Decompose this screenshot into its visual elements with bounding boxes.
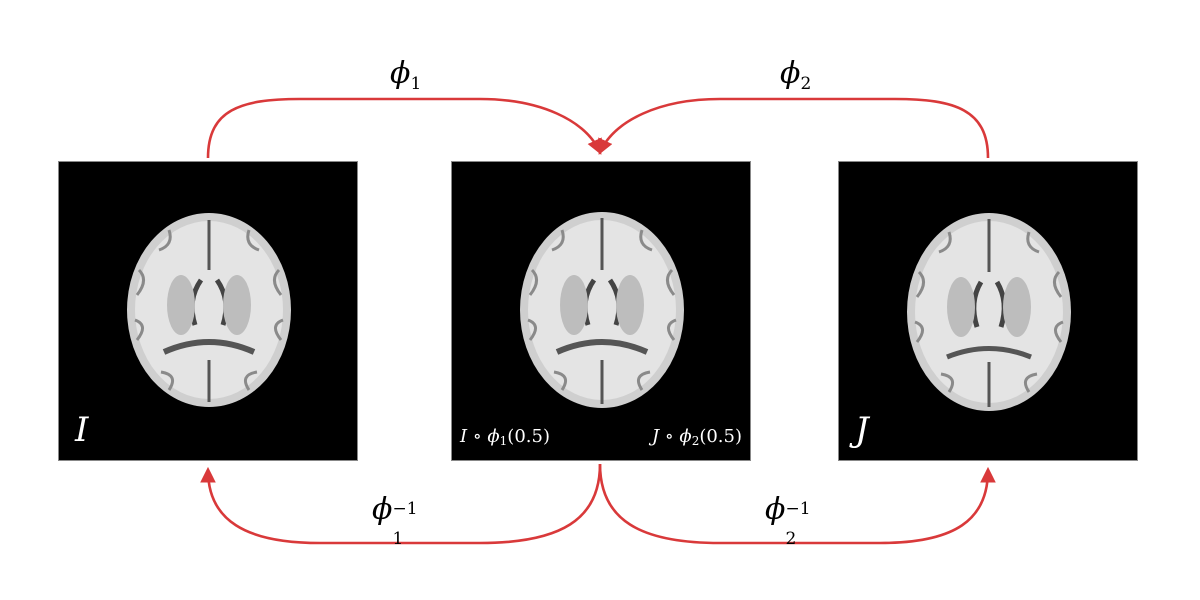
brain-slice-j (907, 213, 1071, 411)
label-i: I (75, 410, 89, 450)
label-j-compose-phi2: J ∘ ϕ2(0.5) (651, 426, 742, 448)
label-i-compose-phi1: I ∘ ϕ1(0.5) (460, 426, 550, 448)
arrow-phi1 (206, 97, 602, 159)
brain-slice-i (127, 213, 291, 407)
brain-slice-midpoint (520, 212, 684, 408)
image-panel-j: J (838, 161, 1138, 461)
arrow-phi2 (598, 97, 990, 159)
label-j: J (855, 410, 869, 450)
arrow-phi1-inverse (200, 463, 602, 545)
arrow-phi2-inverse (598, 463, 996, 545)
arrow-label-phi2: ϕ2 (780, 56, 812, 94)
image-panel-midpoint: I ∘ ϕ1(0.5) J ∘ ϕ2(0.5) (451, 161, 751, 461)
image-panel-i: I (58, 161, 358, 461)
arrow-label-phi1: ϕ1 (390, 56, 422, 94)
